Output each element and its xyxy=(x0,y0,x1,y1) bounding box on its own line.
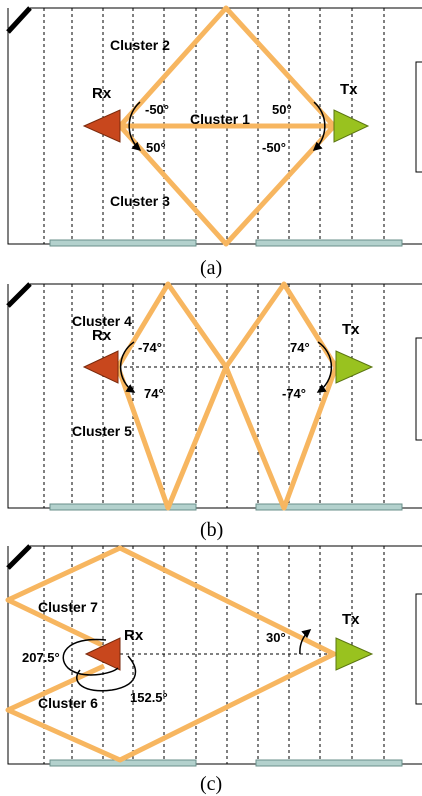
side-bracket-a xyxy=(415,61,422,173)
angle-label-c3: 30° xyxy=(266,630,286,645)
panel-b: Rx Tx Cluster 4 Cluster 5 -74° 74° 74° -… xyxy=(6,281,422,541)
propagation-paths-c xyxy=(5,545,337,763)
side-bracket-b xyxy=(415,337,422,441)
floor-strip-left-a xyxy=(49,239,197,247)
angle-arcs-a xyxy=(128,101,326,151)
wall-corner-c xyxy=(6,544,32,570)
cluster-label-c2: Cluster 6 xyxy=(38,695,98,711)
rx-antenna-a xyxy=(82,109,121,143)
angle-label-a3: 50° xyxy=(272,102,292,117)
rx-label-b: Rx xyxy=(92,327,112,344)
rx-antenna-b xyxy=(82,350,119,384)
rx-label-c: Rx xyxy=(124,627,144,644)
tx-antenna-b xyxy=(335,350,374,384)
tx-label-c: Tx xyxy=(342,611,360,628)
angle-label-b3: 74° xyxy=(290,340,310,355)
floor-strip-right-b xyxy=(255,503,403,511)
tx-label-b: Tx xyxy=(342,321,360,338)
panel-c: Rx Tx Cluster 7 Cluster 6 207.5° 152.5° … xyxy=(5,544,422,795)
caption-c: (c) xyxy=(200,773,222,795)
wall-corner-b xyxy=(6,282,32,308)
cluster-label-a2: Cluster 1 xyxy=(190,111,250,127)
wall-corner-a xyxy=(6,6,32,34)
angle-label-a4: -50° xyxy=(262,140,286,155)
angle-label-a2: 50° xyxy=(146,140,166,155)
side-bracket-c xyxy=(415,593,422,705)
rx-label-a: Rx xyxy=(92,85,112,102)
angle-label-c1: 207.5° xyxy=(22,650,60,665)
tx-antenna-c xyxy=(335,637,374,671)
cluster-label-c1: Cluster 7 xyxy=(38,599,98,615)
panel-a: Rx Tx Cluster 2 Cluster 1 Cluster 3 -50°… xyxy=(6,5,422,279)
rx-antenna-c xyxy=(84,637,121,671)
floor-strip-left-b xyxy=(49,503,197,511)
caption-b: (b) xyxy=(200,519,223,541)
angle-label-b2: 74° xyxy=(144,386,164,401)
tx-antenna-a xyxy=(333,109,370,143)
cluster-label-a3: Cluster 3 xyxy=(110,193,170,209)
floor-strip-right-c xyxy=(255,759,403,767)
angle-label-c2: 152.5° xyxy=(130,690,168,705)
cluster-label-b2: Cluster 5 xyxy=(72,423,132,439)
angle-label-b4: -74° xyxy=(282,386,306,401)
cluster-label-b1: Cluster 4 xyxy=(72,313,132,329)
angle-arcs-b xyxy=(119,341,333,393)
tx-label-a: Tx xyxy=(340,81,358,98)
angle-label-a1: -50° xyxy=(145,102,169,117)
angle-label-b1: -74° xyxy=(138,340,162,355)
floor-strip-right-a xyxy=(255,239,403,247)
cluster-label-a1: Cluster 2 xyxy=(110,37,170,53)
caption-a: (a) xyxy=(200,257,222,279)
angle-arcs-c xyxy=(62,629,312,692)
